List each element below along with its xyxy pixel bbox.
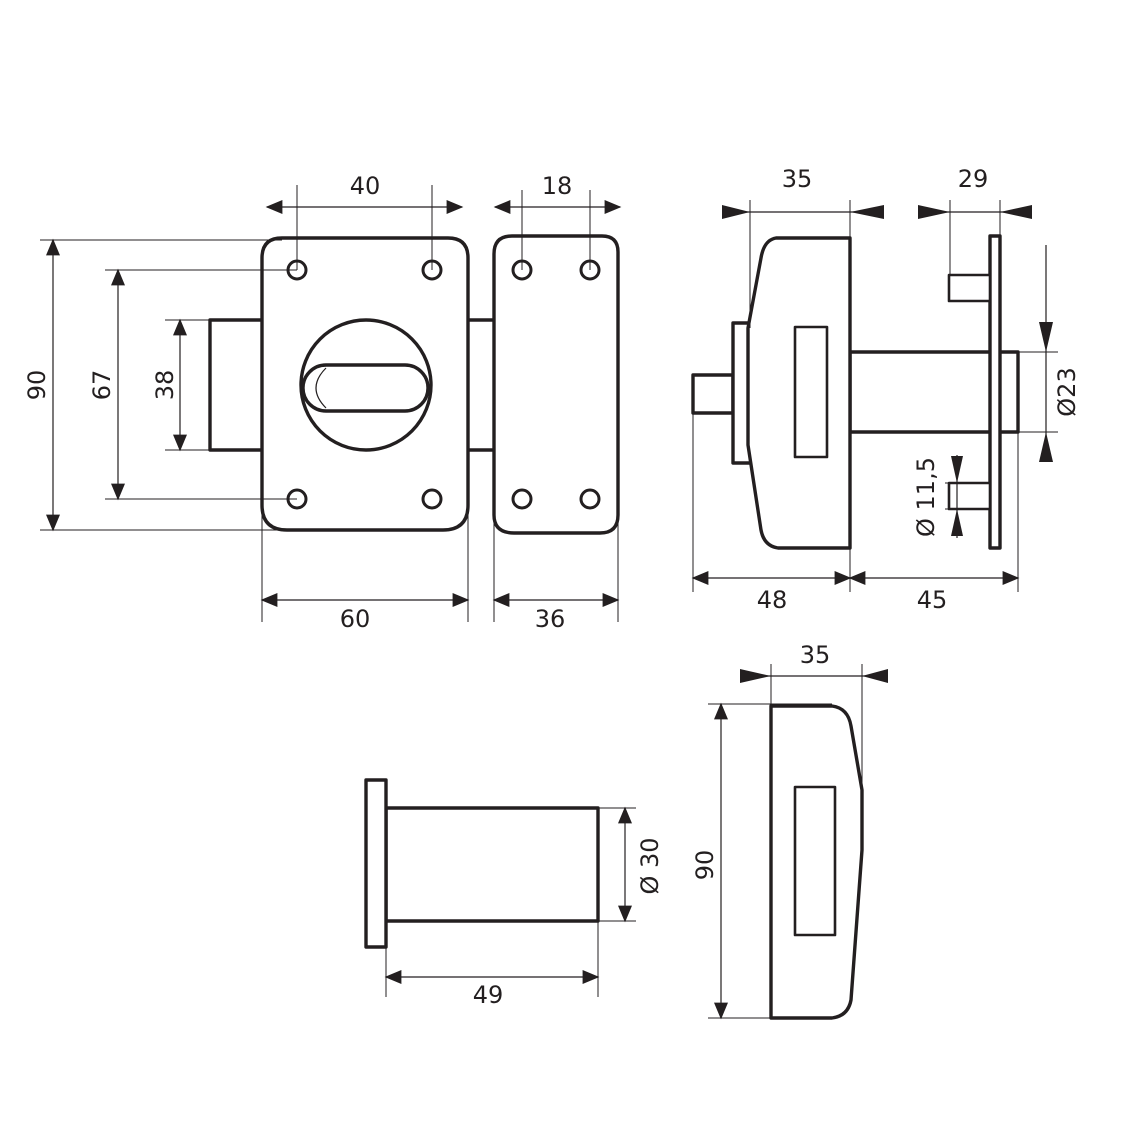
label-cylinder-diameter: Ø23 [1053,367,1081,416]
label-hole-spacing: 40 [350,172,381,200]
keeper-side-slot [793,785,837,937]
label-cylinder-length: 49 [473,981,504,1009]
bolt-housing [208,318,267,452]
cylinder-view [364,778,600,949]
side-extension-lines [692,200,1058,592]
cylinder-body [384,806,600,923]
label-width: 60 [340,605,371,633]
side-body-slot [793,325,829,459]
screw-hole [579,488,601,510]
connecting-bolt [464,318,498,452]
keeper-plate-outline [492,234,620,535]
label-body-depth: 35 [782,165,813,193]
label-cylinder-diameter-30: Ø 30 [636,837,664,894]
label-keeper-hole-spacing: 18 [542,172,573,200]
side-dimension-lines [691,205,1053,585]
label-plate-depth: 29 [958,165,989,193]
keeper-pin-top [947,273,992,303]
side-view [691,234,1020,550]
label-keeper-width: 36 [535,605,566,633]
front-dimension-labels: 90 67 38 40 18 60 36 [23,172,572,633]
screw-hole [421,488,443,510]
thumb-turn-spindle [691,373,735,415]
label-overall-left: 48 [757,586,788,614]
keeper-plate-side [988,234,1002,550]
label-overall-right: 45 [917,586,948,614]
side-dimension-labels: 35 29 48 45 Ø23 Ø 11,5 [757,165,1081,614]
cylinder-flange [364,778,388,949]
keeper-side-view [769,704,864,1020]
keeper-side-dimension-lines [714,669,888,1020]
label-height: 90 [23,370,51,401]
front-view [208,236,498,532]
label-bolt-height: 38 [151,370,179,401]
cylinder-dimension-labels: Ø 30 49 [473,837,664,1009]
keeper-pin-bottom [947,481,992,511]
screw-hole [511,488,533,510]
keeper-front-view [492,234,620,535]
label-hole-height: 67 [88,370,116,401]
label-keeper-height: 90 [691,850,719,881]
cylinder-dimension-lines [384,806,632,984]
label-pin-diameter: Ø 11,5 [912,457,940,537]
front-dimension-lines [46,200,622,607]
keeper-side-dimension-labels: 35 90 [691,641,830,880]
thumb-turn-knob-edge [315,367,327,409]
label-keeper-depth: 35 [800,641,831,669]
thumb-turn-knob [301,363,430,413]
